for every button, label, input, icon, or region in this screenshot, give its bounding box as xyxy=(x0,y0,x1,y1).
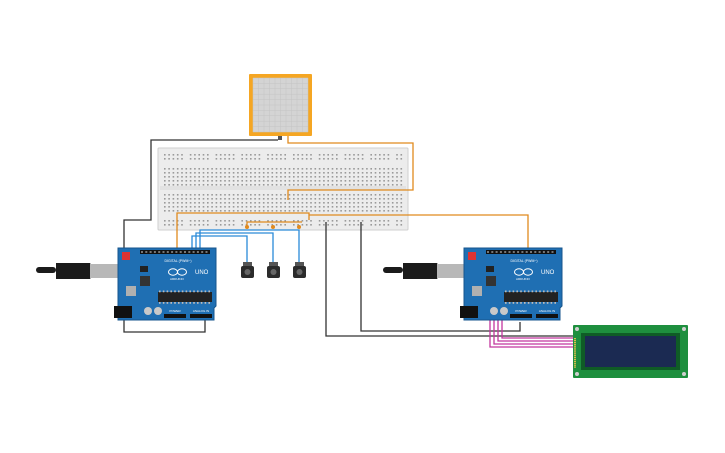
wire-orange-gyro-vcc xyxy=(287,136,414,200)
pushbutton-2[interactable] xyxy=(267,225,280,278)
power-label: POWER xyxy=(515,309,527,313)
analog-label: ANALOG IN xyxy=(193,309,209,313)
lcd-screen xyxy=(585,336,676,367)
wire-orange-right-5v xyxy=(309,214,529,249)
power-header xyxy=(164,314,186,318)
wire-blue-btn3 xyxy=(199,229,300,262)
reset-button[interactable] xyxy=(468,252,476,260)
atmega-chip xyxy=(504,292,558,302)
breadboard-holes xyxy=(164,154,403,226)
analog-header xyxy=(536,314,558,318)
wires xyxy=(123,136,573,348)
usb-cable-icon xyxy=(383,267,403,273)
digital-label: DIGITAL (PWM~) xyxy=(164,259,191,263)
pushbuttons xyxy=(241,225,306,278)
usb-cable-icon xyxy=(36,267,56,273)
arduino-uno-right[interactable]: DIGITAL (PWM~) UNO ARDUINO POWER ANALOG IN xyxy=(460,247,563,321)
capacitor xyxy=(144,307,152,315)
crystal xyxy=(126,286,136,296)
wire-black-bb-lcd-1 xyxy=(325,222,573,337)
analog-label: ANALOG IN xyxy=(539,309,555,313)
usb-cable-right[interactable] xyxy=(383,263,465,279)
power-label: POWER xyxy=(169,309,181,313)
capacitor xyxy=(500,307,508,315)
capacitor xyxy=(490,307,498,315)
usb-cable-left[interactable] xyxy=(36,263,118,279)
lcd-mount-holes xyxy=(575,327,686,376)
breadboard[interactable] xyxy=(157,147,409,231)
power-jack xyxy=(460,306,478,318)
gyro-grid xyxy=(252,77,309,133)
reset-button[interactable] xyxy=(122,252,130,260)
board-brand: ARDUINO xyxy=(516,277,531,281)
breadboard-channel xyxy=(160,186,406,190)
atmega-chip xyxy=(158,292,212,302)
digital-header xyxy=(486,250,556,254)
power-header xyxy=(510,314,532,318)
digital-header xyxy=(140,250,210,254)
wire-black-bb-lcd-2 xyxy=(360,222,521,332)
analog-header xyxy=(190,314,212,318)
lcd-16x2[interactable] xyxy=(573,325,688,378)
wire-blue-btn1 xyxy=(191,235,248,262)
gyro-display-pin xyxy=(278,136,282,140)
wire-black-gyro-gnd xyxy=(123,139,278,250)
gyro-display-module[interactable] xyxy=(249,74,312,140)
power-jack xyxy=(114,306,132,318)
board-model: UNO xyxy=(541,270,555,276)
wire-blue-btn2 xyxy=(195,232,274,262)
wire-orange-btn xyxy=(246,221,302,226)
wire-orange-left-5v xyxy=(176,212,310,250)
pushbutton-1[interactable] xyxy=(241,225,254,278)
arduino-uno-left[interactable]: DIGITAL (PWM~) UNO ARDUINO POWER ANALOG IN xyxy=(114,247,217,321)
lcd-pin-header xyxy=(574,338,576,368)
pushbutton-3[interactable] xyxy=(293,225,306,278)
board-brand: ARDUINO xyxy=(170,277,185,281)
board-model: UNO xyxy=(195,270,209,276)
crystal xyxy=(472,286,482,296)
digital-label: DIGITAL (PWM~) xyxy=(510,259,537,263)
capacitor xyxy=(154,307,162,315)
